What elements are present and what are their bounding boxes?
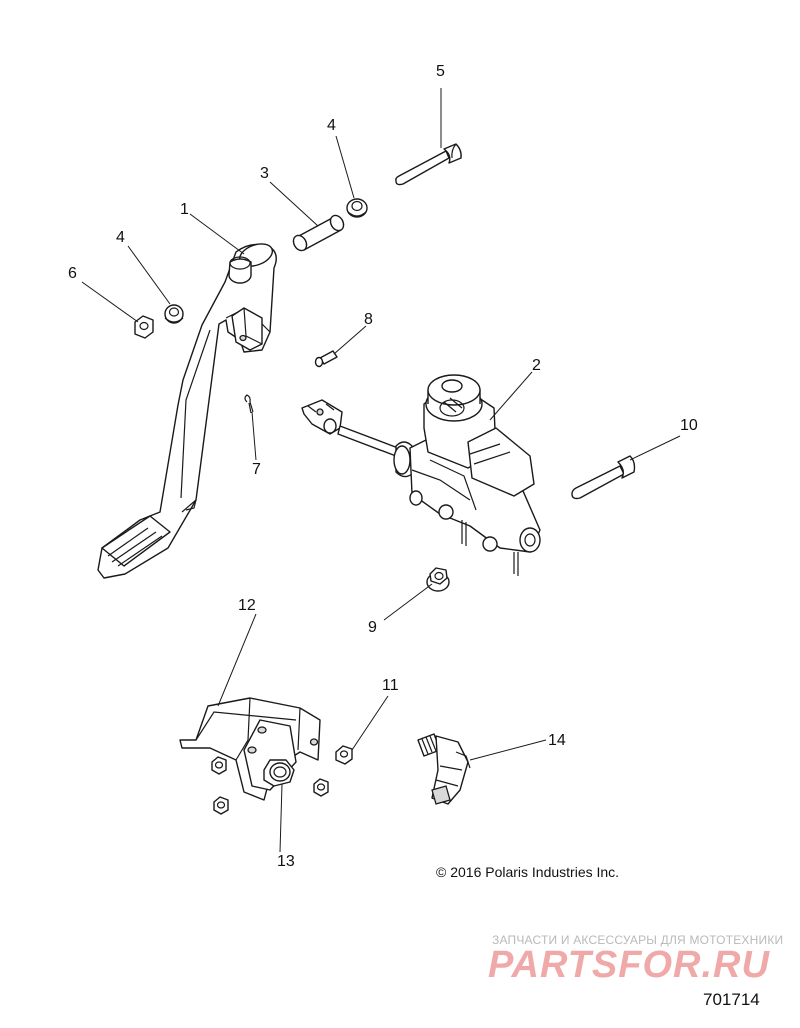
callout-5: 5 xyxy=(436,63,445,80)
figure-number: 701714 xyxy=(703,990,760,1009)
callout-10: 10 xyxy=(680,417,698,434)
callout-14: 14 xyxy=(548,732,566,749)
callout-4-left: 4 xyxy=(116,229,125,246)
callout-6: 6 xyxy=(68,265,77,282)
bracket-nuts xyxy=(211,756,329,815)
part-2-master-cylinder xyxy=(301,374,541,576)
callout-8: 8 xyxy=(364,311,373,328)
callout-2: 2 xyxy=(532,357,541,374)
part-13-bushing xyxy=(263,759,295,787)
part-3-bushing xyxy=(292,214,345,252)
part-14-brake-switch xyxy=(417,733,471,805)
part-5-bolt xyxy=(395,143,462,186)
callout-1: 1 xyxy=(180,201,189,218)
part-6-hex-nut xyxy=(134,315,154,339)
copyright-notice: © 2016 Polaris Industries Inc. xyxy=(436,864,620,880)
callout-7: 7 xyxy=(252,461,261,478)
part-9-flange-nut xyxy=(426,567,450,592)
part-11-nut xyxy=(335,745,353,765)
part-8-clevis-pin xyxy=(314,350,338,368)
callout-12: 12 xyxy=(238,597,256,614)
callout-9: 9 xyxy=(368,619,377,636)
callout-13: 13 xyxy=(277,853,295,870)
leader-lines xyxy=(81,88,681,853)
part-1-brake-pedal xyxy=(97,243,277,579)
part-4-upper-nut xyxy=(346,198,368,218)
part-10-bolt xyxy=(571,455,636,500)
callout-4-upper: 4 xyxy=(327,117,336,134)
callout-11: 11 xyxy=(382,677,399,694)
part-4-left-nut xyxy=(164,304,184,324)
callout-3: 3 xyxy=(260,165,269,182)
watermark-tagline: ЗАПЧАСТИ И АКСЕССУАРЫ ДЛЯ МОТОТЕХНИКИ xyxy=(492,933,784,947)
part-7-cotter-pin xyxy=(244,394,254,414)
part-12-bracket xyxy=(179,697,321,801)
watermark-logo: PARTSFOR.RU xyxy=(488,944,770,986)
